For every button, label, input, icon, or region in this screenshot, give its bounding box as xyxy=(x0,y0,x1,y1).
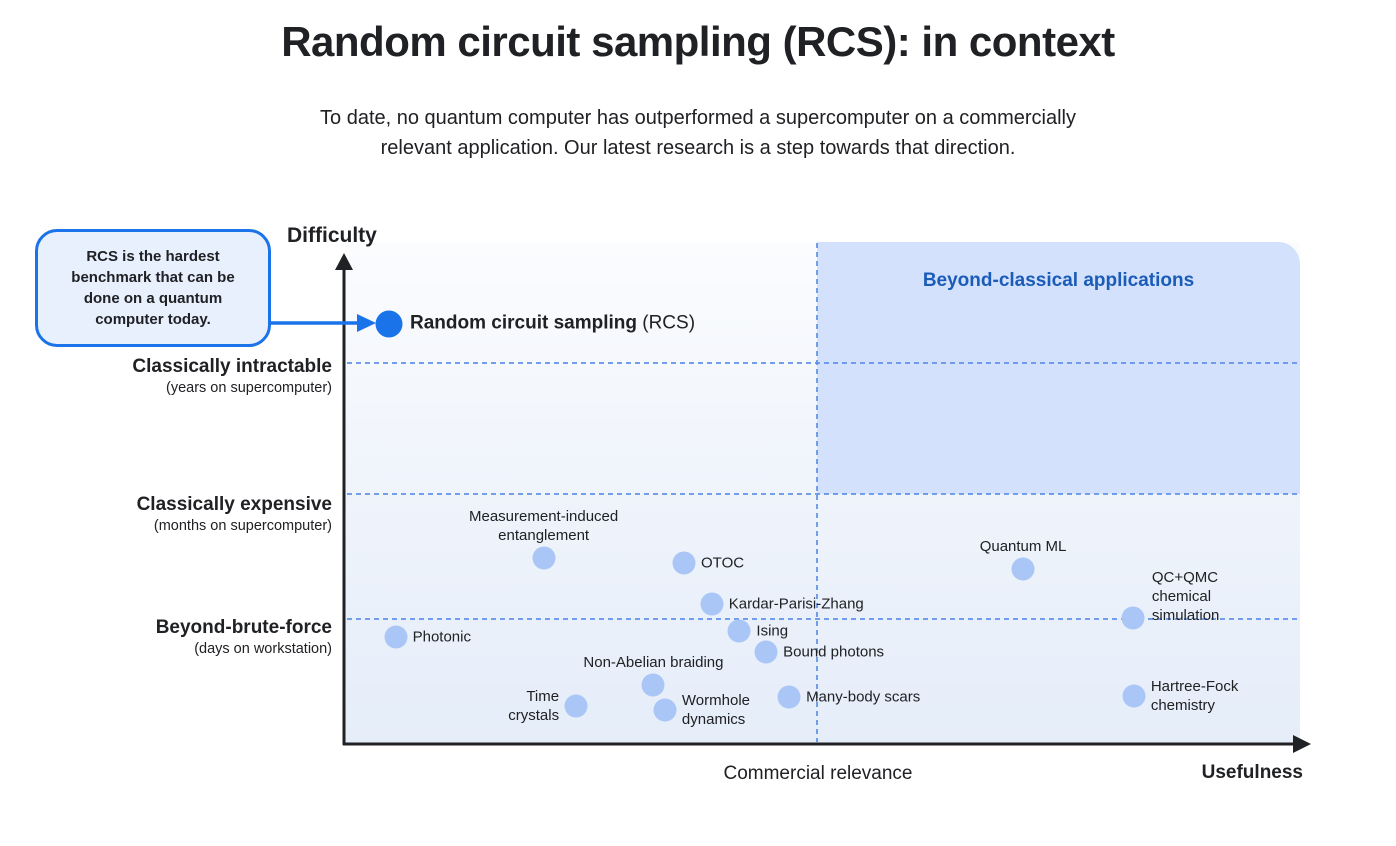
x-tick-commercial-relevance: Commercial relevance xyxy=(723,763,913,784)
point-dot xyxy=(532,546,556,570)
rcs-label-bold: Random circuit sampling xyxy=(410,312,637,334)
y-tick-beyond-brute-force: Beyond-brute-force (days on workstation) xyxy=(40,617,332,659)
point-label: Hartree-Fock chemistry xyxy=(1150,677,1239,714)
point-label: Quantum ML xyxy=(979,537,1067,555)
point-dot xyxy=(777,685,801,709)
y-tick-label: Classically expensive xyxy=(136,494,332,515)
point-label: Many-body scars xyxy=(806,688,921,706)
rcs-callout: RCS is the hardest benchmark that can be… xyxy=(35,229,271,347)
beyond-classical-region: Beyond-classical applications xyxy=(817,242,1300,494)
point-label: Non-Abelian braiding xyxy=(583,653,724,671)
y-axis-title: Difficulty xyxy=(287,224,377,247)
point-dot xyxy=(1121,606,1145,630)
subtitle-line-2: relevant application. Our latest researc… xyxy=(380,137,1016,159)
y-tick-sublabel: (months on supercomputer) xyxy=(153,518,332,534)
beyond-classical-region-label: Beyond-classical applications xyxy=(922,270,1195,291)
point-dot xyxy=(672,551,696,575)
rcs-highlight-dot xyxy=(375,310,403,338)
point-label: QC+QMC chemical simulation xyxy=(1151,568,1220,624)
y-tick-sublabel: (years on supercomputer) xyxy=(165,380,332,396)
y-tick-label: Classically intractable xyxy=(132,356,332,377)
point-label: Photonic xyxy=(412,628,471,646)
point-dot xyxy=(727,619,751,643)
point-dot xyxy=(700,592,724,616)
rcs-highlight-label: Random circuit sampling (RCS) xyxy=(410,313,695,335)
point-label: Ising xyxy=(756,622,789,640)
point-dot xyxy=(653,698,677,722)
point-label: Wormhole dynamics xyxy=(681,691,751,728)
y-tick-sublabel: (days on workstation) xyxy=(194,641,332,657)
point-label: Kardar-Parisi-Zhang xyxy=(728,595,864,613)
point-label: OTOC xyxy=(701,554,745,572)
x-axis-title: Usefulness xyxy=(1201,762,1303,783)
point-dot xyxy=(641,673,665,697)
y-tick-classically-expensive: Classically expensive (months on superco… xyxy=(40,494,332,536)
point-dot xyxy=(754,640,778,664)
y-tick-classically-intractable: Classically intractable (years on superc… xyxy=(40,356,332,398)
point-label: Measurement-induced entanglement xyxy=(469,507,619,544)
point-dot xyxy=(1011,557,1035,581)
point-dot xyxy=(384,625,408,649)
subtitle-line-1: To date, no quantum computer has outperf… xyxy=(320,107,1076,129)
point-dot xyxy=(564,694,588,718)
rcs-label-suffix: (RCS) xyxy=(636,312,696,334)
point-label: Bound photons xyxy=(783,643,885,661)
point-dot xyxy=(1122,684,1146,708)
page-subtitle: To date, no quantum computer has outperf… xyxy=(0,103,1396,163)
y-tick-label: Beyond-brute-force xyxy=(155,617,332,638)
page-title: Random circuit sampling (RCS): in contex… xyxy=(281,18,1115,65)
point-label: Time crystals xyxy=(508,687,560,724)
